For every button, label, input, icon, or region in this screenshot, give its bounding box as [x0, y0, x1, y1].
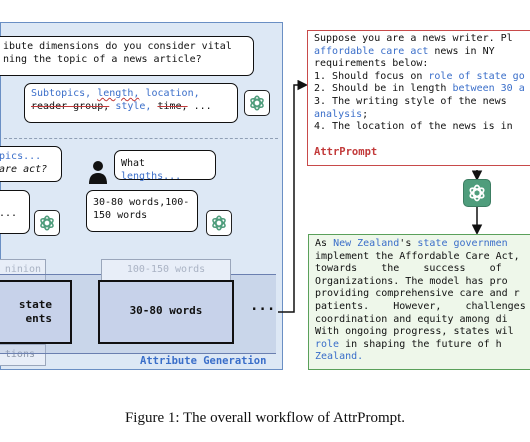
card-right-text: 30-80 words	[129, 304, 203, 317]
output-line: Zealand.	[315, 351, 530, 364]
dim-time: time,	[157, 100, 188, 112]
dashed-separator	[4, 138, 278, 139]
output-line: providing comprehensive care and r	[315, 288, 530, 301]
attrprompt-label: AttrPrompt	[314, 146, 378, 158]
text-segment: implement the Affordable Care Act,	[315, 250, 520, 262]
prompt-line: 2. Should be in length between 30 a	[314, 83, 530, 96]
highlighted-attribute: New Zealand	[333, 238, 400, 249]
dim-location: location,	[145, 88, 200, 99]
ghost-card-left-bottom: tions	[0, 344, 46, 366]
prompt-line: 4. The location of the news is in	[314, 121, 530, 134]
card-left-text: state ents	[0, 298, 52, 326]
output-line: role in shaping the future of h	[315, 339, 530, 352]
dim-reader-group: reader group,	[31, 100, 110, 112]
lengths-a-line-1: 30-80 words,100-	[93, 197, 190, 208]
text-segment: coordination and equity among di	[315, 313, 508, 325]
highlighted-attribute: analysis	[314, 108, 363, 120]
prompt-line: 3. The writing style of the news	[314, 96, 530, 109]
text-segment: towards the success of	[315, 263, 502, 275]
question-line-1: ibute dimensions do you consider vital	[3, 41, 232, 52]
text-segment: With ongoing progress, states wil	[315, 326, 514, 338]
text-segment: 2. Should be in length	[314, 83, 453, 95]
text-segment: Organizations. The model has pro	[315, 275, 508, 287]
output-line: coordination and equity among di	[315, 314, 530, 327]
highlighted-attribute: between 30 a	[452, 83, 525, 95]
dim-length: length,	[97, 88, 140, 99]
ellipsis: ...	[250, 298, 276, 314]
question-line-2: ning the topic of a news article?	[3, 53, 202, 65]
text-segment: 3. The writing style of the news	[314, 95, 507, 107]
prompt-line: requirements below:	[314, 58, 530, 71]
text-segment: Suppose you are a news writer. Pl	[314, 33, 513, 44]
text-segment: 1. Should focus on	[314, 70, 429, 82]
highlighted-attribute: Zealand.	[315, 351, 364, 363]
lengths-q-prefix: What	[121, 158, 146, 169]
text-segment: requirements below:	[314, 58, 429, 70]
highlighted-attribute: role	[315, 338, 340, 350]
text-segment: providing comprehensive care and r	[315, 288, 520, 300]
output-line: towards the success of	[315, 263, 530, 276]
output-line: Organizations. The model has pro	[315, 276, 530, 289]
text-segment: 4. The location of the news is in	[314, 121, 519, 133]
chatgpt-logo-icon	[206, 210, 232, 236]
highlighted-attribute: affordable care act	[314, 45, 429, 57]
chatgpt-logo-icon	[463, 179, 491, 207]
text-segment: news in NY	[428, 45, 495, 57]
lengths-q-word: lengths...	[121, 170, 182, 182]
dim-more: ...	[193, 100, 212, 112]
output-line: With ongoing progress, states wil	[315, 326, 530, 339]
output-line: implement the Affordable Care Act,	[315, 251, 530, 264]
output-line: patients. However, challenges	[315, 301, 530, 314]
card-left-line-2: ents	[25, 312, 53, 325]
chatgpt-logo-icon	[244, 90, 270, 116]
text-segment: 's	[399, 238, 418, 249]
person-icon	[88, 160, 108, 184]
text-segment: As	[315, 238, 334, 249]
text-segment: ;	[362, 108, 369, 120]
dimensions-bubble: Subtopics, length, location, reader grou…	[24, 83, 238, 123]
prompt-line: Suppose you are a news writer. Pl	[314, 33, 530, 46]
dim-subtopics: Subtopics,	[31, 88, 92, 99]
dim-style: style,	[115, 100, 152, 112]
card-left-line-1: state	[18, 298, 52, 311]
prompt-line: analysis;	[314, 109, 530, 122]
chatgpt-logo-icon	[34, 210, 60, 236]
highlighted-attribute: state governmen	[417, 238, 508, 249]
prompt-line: 1. Should focus on role of state go	[314, 71, 530, 84]
text-segment: in shaping the future of h	[339, 338, 502, 350]
topic-question-bubble: opics... care act?	[0, 146, 62, 182]
figure-caption: Figure 1: The overall workflow of AttrPr…	[124, 410, 406, 426]
output-line: As New Zealand's state governmen	[315, 238, 530, 251]
question-bubble: ibute dimensions do you consider vital n…	[0, 36, 254, 76]
prompt-line: affordable care act news in NY	[314, 46, 530, 59]
text-segment: patients. However, challenges	[315, 300, 526, 312]
lengths-question-bubble: What lengths...	[114, 150, 216, 182]
selected-card-left	[0, 280, 72, 344]
topic-q-line-2: care act?	[0, 163, 48, 175]
selected-card-right	[98, 280, 234, 344]
attribute-generation-label: Attribute Generation	[140, 355, 267, 367]
lengths-a-line-2: 150 words	[93, 209, 148, 221]
highlighted-attribute: role of state go	[428, 70, 525, 82]
lengths-answer-bubble: 30-80 words,100- 150 words	[86, 190, 198, 232]
topic-a-line-2: ,...	[0, 207, 18, 219]
topic-q-line-1: opics...	[0, 151, 42, 162]
topic-answer-bubble: , ,...	[0, 190, 30, 234]
